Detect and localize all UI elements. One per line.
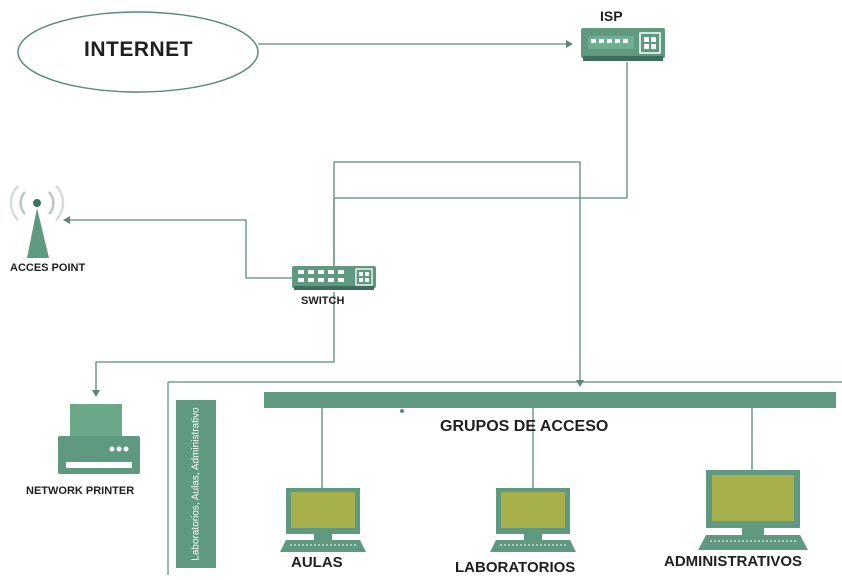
isp-router-icon <box>581 28 665 61</box>
network-printer-label: NETWORK PRINTER <box>26 485 135 497</box>
printer-icon <box>58 404 140 474</box>
group-label-administrativos: ADMINISTRATIVOS <box>664 553 803 570</box>
group-label-laboratorios: LABORATORIOS <box>455 559 576 576</box>
internet-label: INTERNET <box>84 38 193 61</box>
groups-side-label: Laboratorios, Aulas, Administrativo <box>190 407 202 561</box>
computer-laboratorios-icon <box>490 488 576 552</box>
internet-ellipse <box>17 11 259 93</box>
link-switch-ap <box>63 216 294 279</box>
access-point-label: ACCES POINT <box>10 262 86 274</box>
groups-bus-bar <box>264 392 836 408</box>
isp-label: ISP <box>600 8 623 24</box>
computer-administrativos-icon <box>698 470 808 550</box>
switch-icon <box>292 266 376 290</box>
link-isp-bus <box>334 62 628 199</box>
access-groups-label: GRUPOS DE ACCESO <box>440 418 609 435</box>
access-point-icon <box>9 185 65 258</box>
group-label-aulas: AULAS <box>291 554 343 571</box>
computer-aulas-icon <box>280 488 366 552</box>
link-switch-printer <box>92 292 335 397</box>
switch-label: SWITCH <box>301 295 345 307</box>
groups-side-bar: Laboratorios, Aulas, Administrativo <box>176 400 216 568</box>
